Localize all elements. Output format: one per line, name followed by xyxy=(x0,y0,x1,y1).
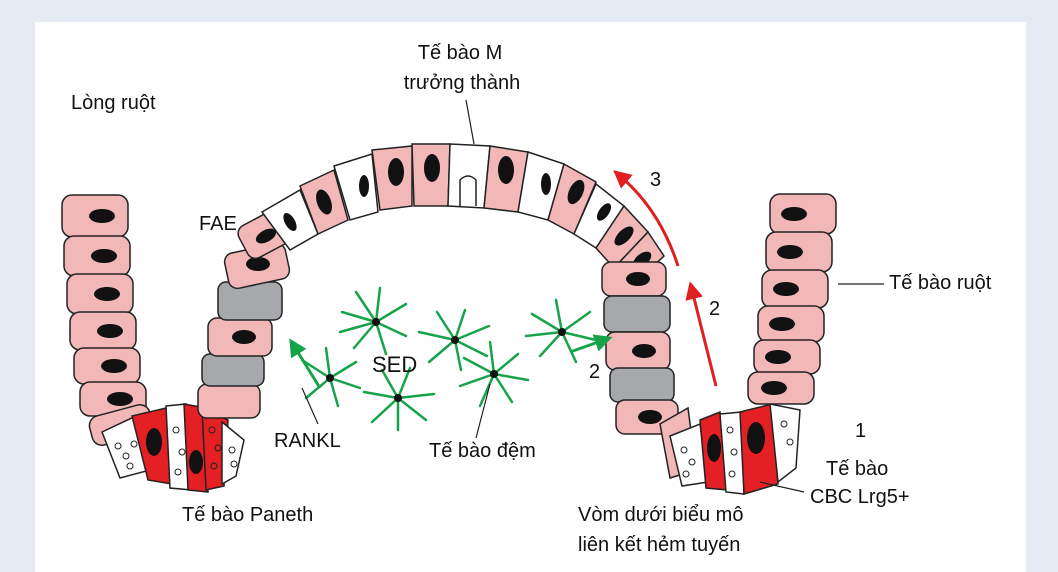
step3-label: 3 xyxy=(650,168,661,192)
m-cell-leader xyxy=(466,100,474,144)
m-cell-label-line1: Tế bào M xyxy=(418,41,502,65)
stromal-cells xyxy=(302,288,596,430)
cbc-number-label: 1 xyxy=(855,419,866,443)
enterocyte-cell xyxy=(770,194,836,234)
enterocyte-cell xyxy=(766,232,832,272)
lumen-label: Lòng ruột xyxy=(71,91,156,115)
crypt-dome-label-line2: liên kết hẻm tuyến xyxy=(578,533,740,557)
right-inner-column xyxy=(602,262,678,434)
step2-green-label: 2 xyxy=(589,360,600,384)
right-crypt-bottom xyxy=(660,404,800,494)
enterocyte-cell xyxy=(754,340,820,374)
m-cell-label-line2: trưởng thành xyxy=(404,71,521,95)
enterocyte-cell xyxy=(70,312,136,350)
enterocyte-cell xyxy=(412,144,450,206)
stromal-label: Tế bào đệm xyxy=(429,439,536,463)
sed-label: SED xyxy=(372,353,417,377)
enterocyte-cell xyxy=(74,348,140,384)
right-villus-column xyxy=(748,194,836,404)
goblet-cell xyxy=(604,296,670,332)
stromal-cell xyxy=(460,342,528,406)
enterocyte-cell xyxy=(208,318,272,356)
enterocyte-cell xyxy=(758,306,824,342)
enterocyte-cell xyxy=(62,195,128,237)
enterocyte-cell xyxy=(762,270,828,308)
cbc-label-line1: Tế bào xyxy=(826,457,888,481)
step2-green-arrow xyxy=(570,340,604,352)
enterocyte-cell xyxy=(748,372,814,404)
stromal-cell xyxy=(302,348,360,406)
cbc-label-line2: CBC Lrg5+ xyxy=(810,485,910,509)
crypt-dome-label-line1: Vòm dưới biểu mô xyxy=(578,503,743,527)
paneth-label: Tế bào Paneth xyxy=(182,503,313,527)
enterocyte-cell xyxy=(602,262,666,296)
stromal-cell xyxy=(340,288,406,354)
stromal-cell xyxy=(526,300,596,362)
enterocyte-cell xyxy=(64,236,130,276)
enterocyte-cell xyxy=(372,146,412,210)
stromal-cell xyxy=(419,310,489,370)
goblet-cell xyxy=(610,368,674,402)
rankl-arrow xyxy=(294,346,320,388)
goblet-cell xyxy=(202,354,264,386)
stromal-cell xyxy=(364,368,434,430)
goblet-cell xyxy=(218,282,282,320)
left-villus-column xyxy=(62,195,155,448)
rankl-label: RANKL xyxy=(274,429,341,453)
enterocyte-cell xyxy=(198,384,260,418)
stromal-leader xyxy=(476,384,490,438)
enterocyte-cell xyxy=(67,274,133,314)
fae-label: FAE xyxy=(199,212,237,236)
enterocyte-cell xyxy=(606,332,670,370)
m-cell xyxy=(448,144,490,208)
enterocyte-label: Tế bào ruột xyxy=(889,271,991,295)
step2-red-label: 2 xyxy=(709,297,720,321)
